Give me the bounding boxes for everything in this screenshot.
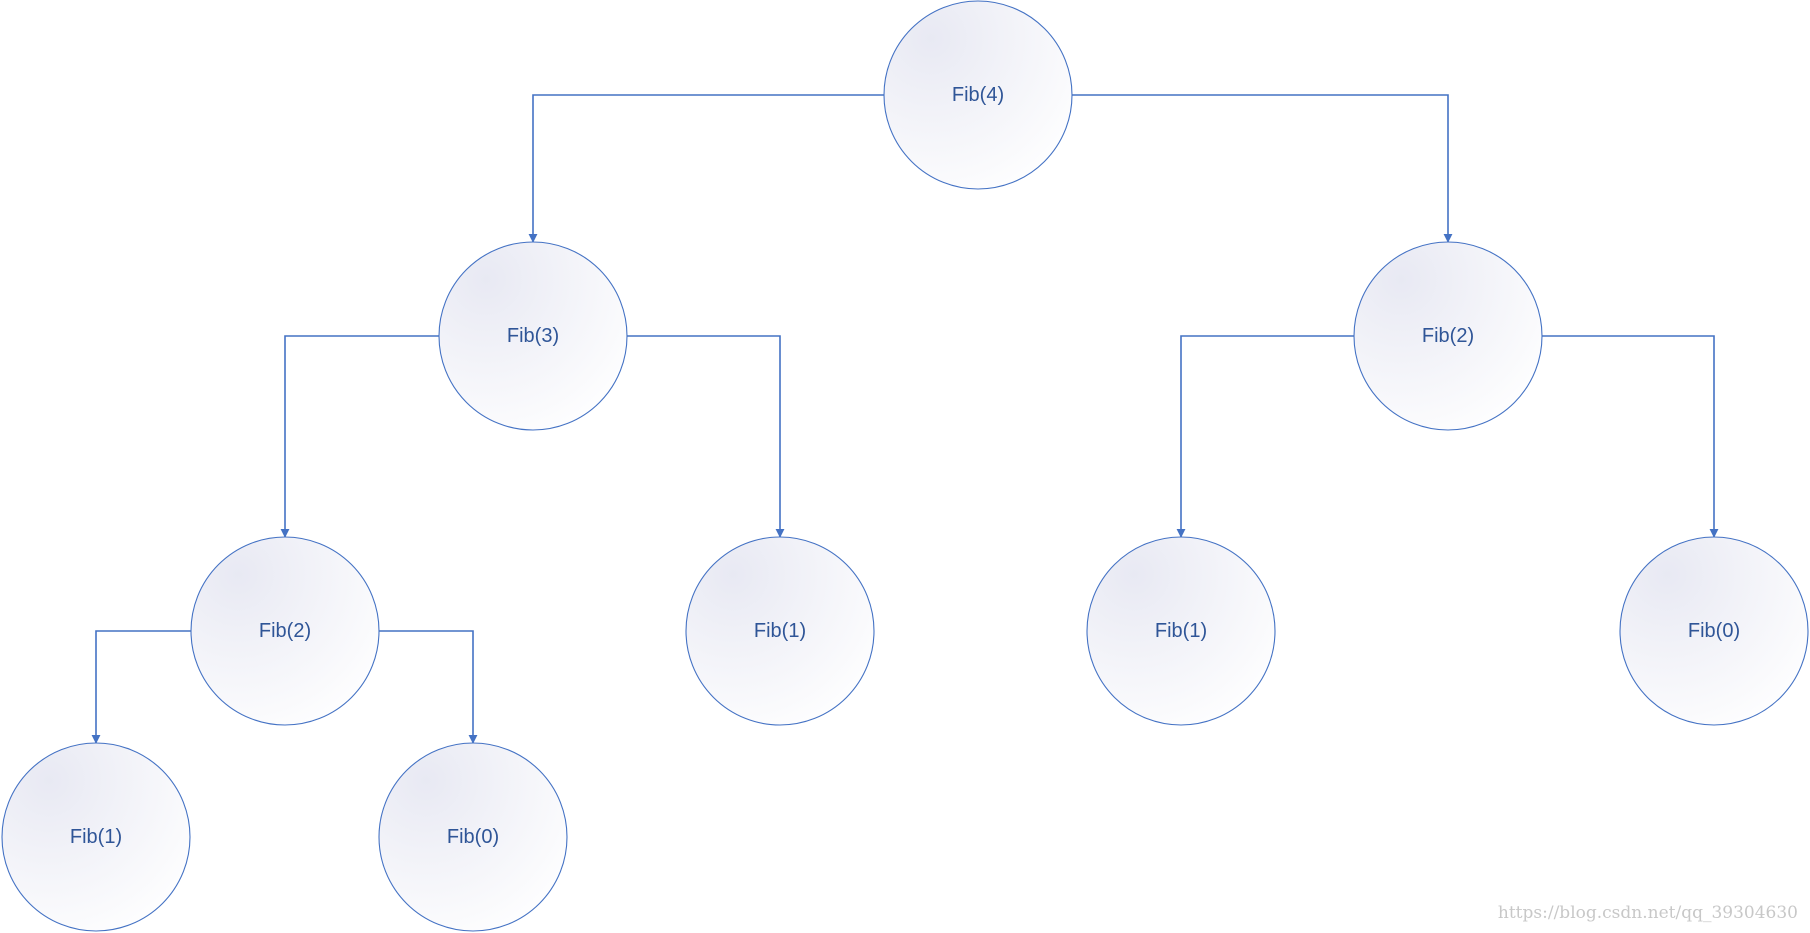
node-label-root: Fib(4) (952, 84, 1004, 106)
node-right: Fib(2) (1353, 241, 1543, 431)
node-circle-left-left-left (1, 742, 191, 932)
node-label-left-left: Fib(2) (259, 620, 311, 642)
edge-left-to-left-right (627, 335, 785, 538)
edge-left-to-left-left (280, 335, 439, 538)
node-label-left-left-right: Fib(0) (447, 826, 499, 848)
node-circle-right-right (1619, 536, 1809, 726)
node-circle-right (1353, 241, 1543, 431)
node-left-left-left: Fib(1) (1, 742, 191, 932)
node-right-left: Fib(1) (1086, 536, 1276, 726)
edge-root-to-right (1072, 94, 1453, 243)
node-circle-left (438, 241, 628, 431)
node-label-right-right: Fib(0) (1688, 620, 1740, 642)
node-left-right: Fib(1) (685, 536, 875, 726)
node-left: Fib(3) (438, 241, 628, 431)
node-root: Fib(4) (883, 0, 1073, 190)
node-circle-left-left-right (378, 742, 568, 932)
edge-left-left-to-left-left-right (379, 630, 478, 744)
node-label-right-left: Fib(1) (1155, 620, 1207, 642)
watermark-text: https://blog.csdn.net/qq_39304630 (1498, 903, 1798, 923)
edge-left-left-to-left-left-left (91, 630, 191, 744)
node-right-right: Fib(0) (1619, 536, 1809, 726)
edges-layer (91, 94, 1719, 744)
node-circle-left-left (190, 536, 380, 726)
node-label-left-left-left: Fib(1) (70, 826, 122, 848)
edge-root-to-left (528, 94, 884, 243)
node-circle-right-left (1086, 536, 1276, 726)
edge-right-to-right-left (1176, 335, 1354, 538)
edge-right-to-right-right (1542, 335, 1719, 538)
node-circle-left-right (685, 536, 875, 726)
node-left-left: Fib(2) (190, 536, 380, 726)
node-left-left-right: Fib(0) (378, 742, 568, 932)
node-circle-root (883, 0, 1073, 190)
node-label-left: Fib(3) (507, 325, 559, 347)
node-label-right: Fib(2) (1422, 325, 1474, 347)
node-label-left-right: Fib(1) (754, 620, 806, 642)
